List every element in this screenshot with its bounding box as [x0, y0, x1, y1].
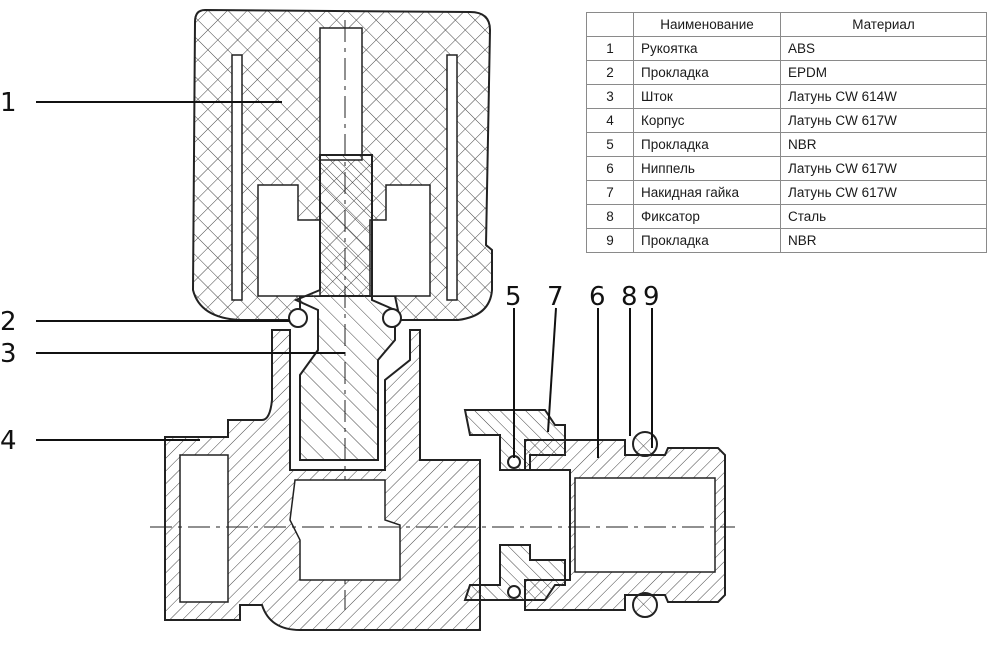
- row-num: 2: [586, 60, 634, 85]
- clip: [632, 431, 658, 457]
- o-ring-right: [382, 308, 402, 328]
- row-num: 3: [586, 84, 634, 109]
- row-name: Прокладка: [633, 60, 781, 85]
- row-name: Прокладка: [633, 228, 781, 253]
- header-material: Материал: [780, 12, 987, 37]
- row-material: EPDM: [780, 60, 987, 85]
- callout-2: 2: [0, 307, 17, 337]
- row-material: Латунь CW 614W: [780, 84, 987, 109]
- callout-8: 8: [621, 282, 638, 312]
- row-num: 5: [586, 132, 634, 157]
- row-material: ABS: [780, 36, 987, 61]
- seal-ring-bottom: [507, 585, 521, 599]
- stem: [293, 20, 396, 610]
- callout-9: 9: [643, 282, 660, 312]
- callout-7: 7: [547, 282, 564, 312]
- callout-4: 4: [0, 426, 17, 456]
- row-num: 9: [586, 228, 634, 253]
- callout-6: 6: [589, 282, 606, 312]
- row-material: Латунь CW 617W: [780, 108, 987, 133]
- row-name: Корпус: [633, 108, 781, 133]
- row-material: Сталь: [780, 204, 987, 229]
- row-material: Латунь CW 617W: [780, 180, 987, 205]
- o-ring-left: [288, 308, 308, 328]
- callout-5: 5: [505, 282, 522, 312]
- row-name: Ниппель: [633, 156, 781, 181]
- row-num: 1: [586, 36, 634, 61]
- row-num: 6: [586, 156, 634, 181]
- row-material: Латунь CW 617W: [780, 156, 987, 181]
- row-name: Шток: [633, 84, 781, 109]
- row-name: Рукоятка: [633, 36, 781, 61]
- callout-3: 3: [0, 339, 17, 369]
- row-material: NBR: [780, 132, 987, 157]
- row-name: Фиксатор: [633, 204, 781, 229]
- valve-body: [164, 329, 481, 631]
- row-num: 7: [586, 180, 634, 205]
- nipple: [524, 439, 726, 611]
- leader-lines: [36, 101, 653, 458]
- row-name: Накидная гайка: [633, 180, 781, 205]
- header-name: Наименование: [633, 12, 781, 37]
- row-material: NBR: [780, 228, 987, 253]
- table-header-row: Наименование Материал: [586, 12, 987, 37]
- row-num: 4: [586, 108, 634, 133]
- row-num: 8: [586, 204, 634, 229]
- row-name: Прокладка: [633, 132, 781, 157]
- clip-bottom: [632, 592, 658, 618]
- header-num: [586, 12, 634, 37]
- callout-1: 1: [0, 88, 17, 118]
